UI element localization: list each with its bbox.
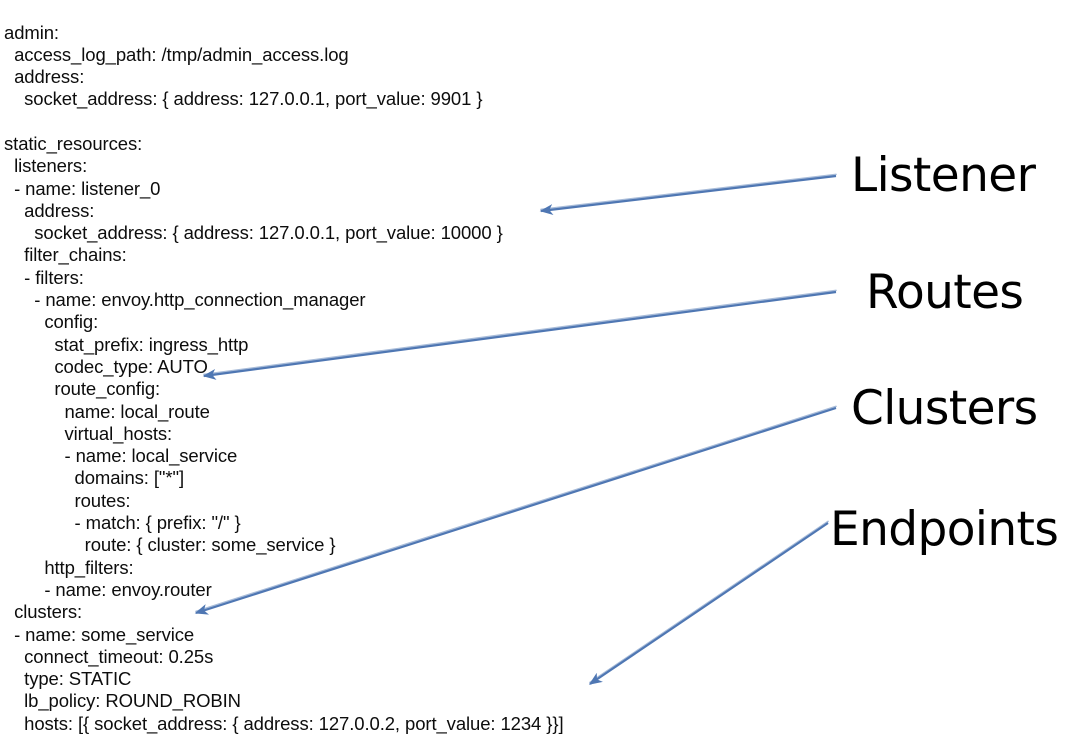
config-line: codec_type: AUTO xyxy=(4,355,208,377)
config-line: admin: xyxy=(4,21,59,43)
config-line: lb_policy: ROUND_ROBIN xyxy=(4,690,241,712)
config-line: routes: xyxy=(4,489,131,511)
config-line: type: STATIC xyxy=(4,668,132,690)
config-line: socket_address: { address: 127.0.0.1, po… xyxy=(4,222,503,244)
config-line: route_config: xyxy=(4,378,161,400)
config-line: - match: { prefix: "/" } xyxy=(4,512,241,534)
config-line: virtual_hosts: xyxy=(4,422,173,444)
config-line: access_log_path: /tmp/admin_access.log xyxy=(4,43,349,65)
config-line: - name: local_service xyxy=(4,445,238,467)
config-line: http_filters: xyxy=(4,556,134,578)
config-line: - name: envoy.http_connection_manager xyxy=(4,289,366,311)
callout-label-routes: Routes xyxy=(866,265,1024,320)
config-line: filter_chains: xyxy=(4,244,127,266)
config-line: stat_prefix: ingress_http xyxy=(4,333,249,355)
config-line: - filters: xyxy=(4,266,84,288)
config-line: name: local_route xyxy=(4,400,210,422)
config-line: - name: envoy.router xyxy=(4,578,212,600)
config-line: - name: listener_0 xyxy=(4,177,161,199)
config-line: address: xyxy=(4,66,85,88)
config-line xyxy=(4,111,704,133)
config-line: static_resources: xyxy=(4,132,143,154)
config-line: address: xyxy=(4,199,95,221)
config-line: - name: some_service xyxy=(4,623,195,645)
envoy-config-yaml: admin: access_log_path: /tmp/admin_acces… xyxy=(4,22,704,734)
callout-label-clusters: Clusters xyxy=(851,381,1038,436)
config-line: domains: ["*"] xyxy=(4,467,185,489)
config-line: config: xyxy=(4,311,99,333)
config-line: hosts: [{ socket_address: { address: 127… xyxy=(4,712,564,734)
config-line: connect_timeout: 0.25s xyxy=(4,645,214,667)
config-line: route: { cluster: some_service } xyxy=(4,534,336,556)
config-line: listeners: xyxy=(4,155,88,177)
config-line: clusters: xyxy=(4,601,83,623)
callout-label-endpoints: Endpoints xyxy=(830,502,1059,557)
config-line: socket_address: { address: 127.0.0.1, po… xyxy=(4,88,483,110)
callout-label-listener: Listener xyxy=(851,148,1036,203)
